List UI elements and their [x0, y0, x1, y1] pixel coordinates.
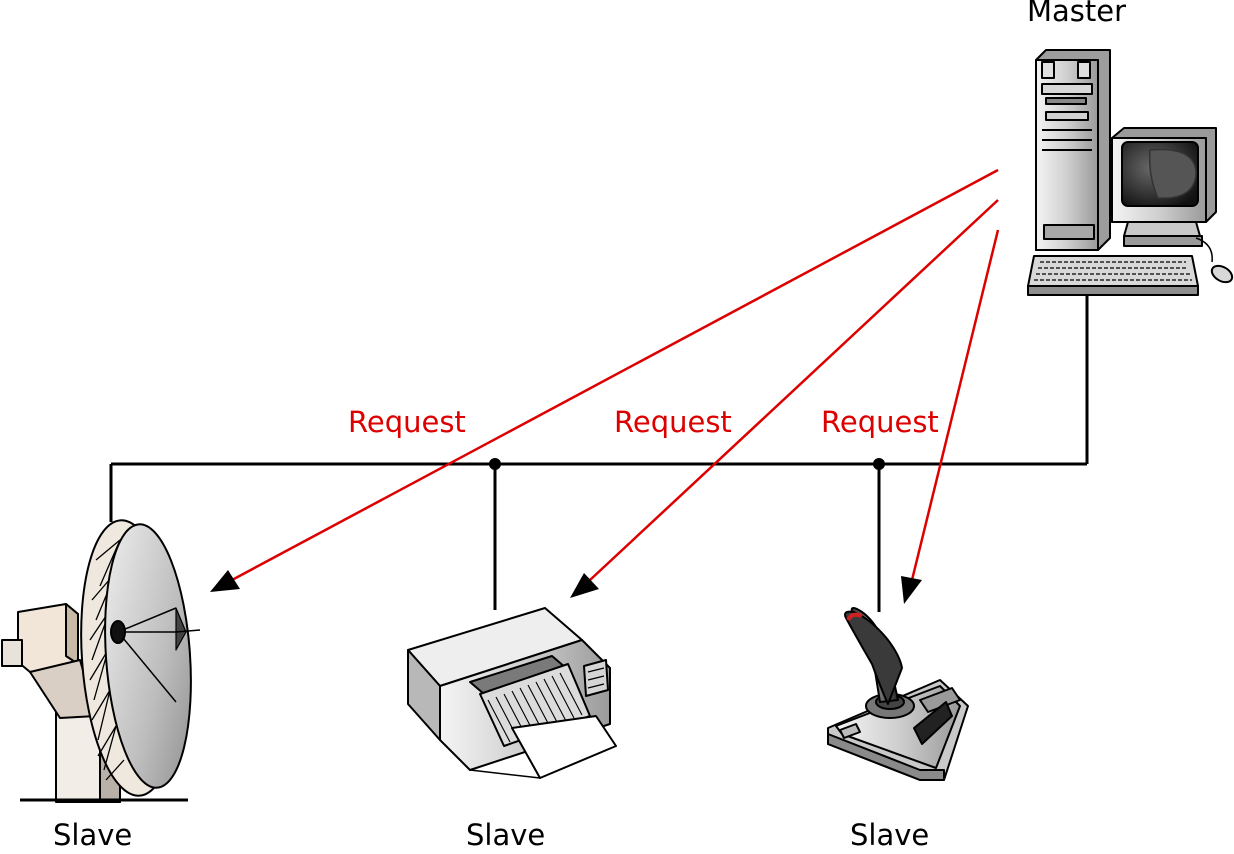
bus-junction — [489, 458, 501, 470]
slave-label-printer: Slave — [466, 818, 546, 852]
arrowhead-icon — [570, 573, 599, 598]
arrowhead-icon — [210, 570, 240, 592]
request-label-joystick: Request — [821, 405, 939, 439]
request-label-dish: Request — [348, 405, 466, 439]
bus-network — [109, 296, 1089, 612]
slave-label-joystick: Slave — [850, 818, 930, 852]
request-label-printer: Request — [614, 405, 732, 439]
printer-icon — [407, 607, 617, 779]
joystick-icon — [827, 607, 969, 781]
slave-label-dish: Slave — [53, 818, 133, 852]
master-label: Master — [1027, 0, 1127, 28]
request-arrow-joystick — [910, 229, 1000, 581]
request-arrow-printer — [589, 199, 999, 581]
request-arrow-dish — [231, 168, 999, 582]
desktop-computer-icon — [1027, 49, 1234, 296]
bus-junction — [873, 458, 885, 470]
arrowhead-icon — [901, 576, 922, 604]
request-arrows — [210, 168, 1000, 604]
satellite-dish-icon — [1, 519, 201, 803]
